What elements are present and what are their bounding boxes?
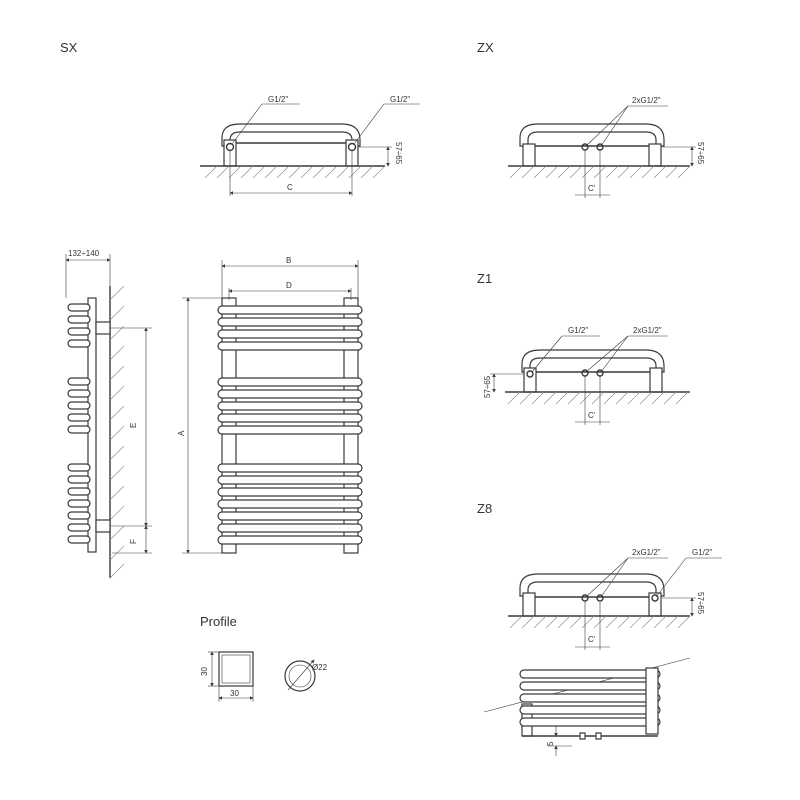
z8-leg-left <box>522 592 536 617</box>
zx-dim-height: 57÷65 <box>696 142 705 165</box>
profile-dim-square-w: 30 <box>230 689 239 698</box>
view-profile: Profile 30 30 Ø22 <box>200 614 328 702</box>
view-zx: ZX 2xG1/2" C' 57÷65 <box>477 40 705 198</box>
front-dim-b: B <box>286 256 291 265</box>
profile-dim-square-h: 30 <box>200 667 209 676</box>
front-dim-a: A <box>177 430 186 436</box>
zx-title: ZX <box>477 40 494 55</box>
side-collector <box>87 297 97 553</box>
z1-floor-hatch <box>507 391 689 405</box>
zx-dim-c: C' <box>588 184 596 193</box>
sx-dim-height: 57÷65 <box>394 142 403 165</box>
front-dim-d: D <box>286 281 292 290</box>
profile-round-inner <box>288 664 312 688</box>
z8-connection-1 <box>581 594 589 602</box>
view-bottom: 5 <box>483 657 691 756</box>
side-dim-f: F <box>129 539 138 544</box>
z8-dim-height: 57÷65 <box>696 592 705 615</box>
z1-label-conn-pair: 2xG1/2" <box>633 326 662 335</box>
bottom-collector-right <box>645 667 659 735</box>
side-dim-e: E <box>129 423 138 428</box>
sx-label-conn-right: G1/2" <box>390 95 410 104</box>
profile-title: Profile <box>200 614 237 629</box>
zx-leg-left <box>522 143 536 167</box>
zx-floor-hatch <box>509 165 691 179</box>
side-bracket-bottom <box>95 519 111 533</box>
view-z1: Z1 G1/2" 2xG1/2" C' 57÷65 <box>477 271 690 425</box>
z8-top-tube <box>519 573 665 597</box>
zx-leg-right <box>648 143 662 167</box>
profile-square-inner <box>221 654 251 684</box>
bottom-tubes <box>519 669 661 727</box>
view-sx: SX G1/2" G1/2" C <box>60 40 420 196</box>
side-tubes <box>67 303 91 544</box>
z8-connection-2 <box>596 594 604 602</box>
z8-label-conn-right: G1/2" <box>692 548 712 557</box>
side-dim-depth: 132÷140 <box>68 249 100 258</box>
z1-dim-c: C' <box>588 411 596 420</box>
view-front: B D A <box>177 256 363 554</box>
z1-title: Z1 <box>477 271 492 286</box>
sx-floor-hatch <box>204 165 386 179</box>
z8-label-conn-pair: 2xG1/2" <box>632 548 661 557</box>
sx-label-conn-left: G1/2" <box>268 95 288 104</box>
z8-leg-right <box>648 592 662 617</box>
z1-top-tube <box>521 349 665 373</box>
z1-dim-height: 57÷65 <box>483 375 492 398</box>
bottom-dim-5: 5 <box>546 741 555 746</box>
front-tubes <box>217 305 363 545</box>
side-wall-hatch <box>109 285 125 579</box>
zx-top-tube <box>519 123 665 147</box>
sx-dim-c: C <box>287 183 293 192</box>
sx-title: SX <box>60 40 78 55</box>
z1-leg-right <box>649 367 663 393</box>
z8-dim-c: C' <box>588 635 596 644</box>
profile-square-outer <box>218 651 254 687</box>
z8-floor-hatch <box>509 615 691 629</box>
z1-label-conn-left: G1/2" <box>568 326 588 335</box>
zx-label-conn: 2xG1/2" <box>632 96 661 105</box>
z1-connection-left <box>526 370 534 378</box>
view-side: 132÷140 E F <box>65 249 152 579</box>
view-z8: Z8 2xG1/2" G1/2" C' 57÷65 <box>477 501 722 650</box>
side-bracket-top <box>95 321 111 335</box>
profile-dim-round: Ø22 <box>312 663 328 672</box>
z8-connection-right <box>651 594 659 602</box>
z8-title: Z8 <box>477 501 492 516</box>
